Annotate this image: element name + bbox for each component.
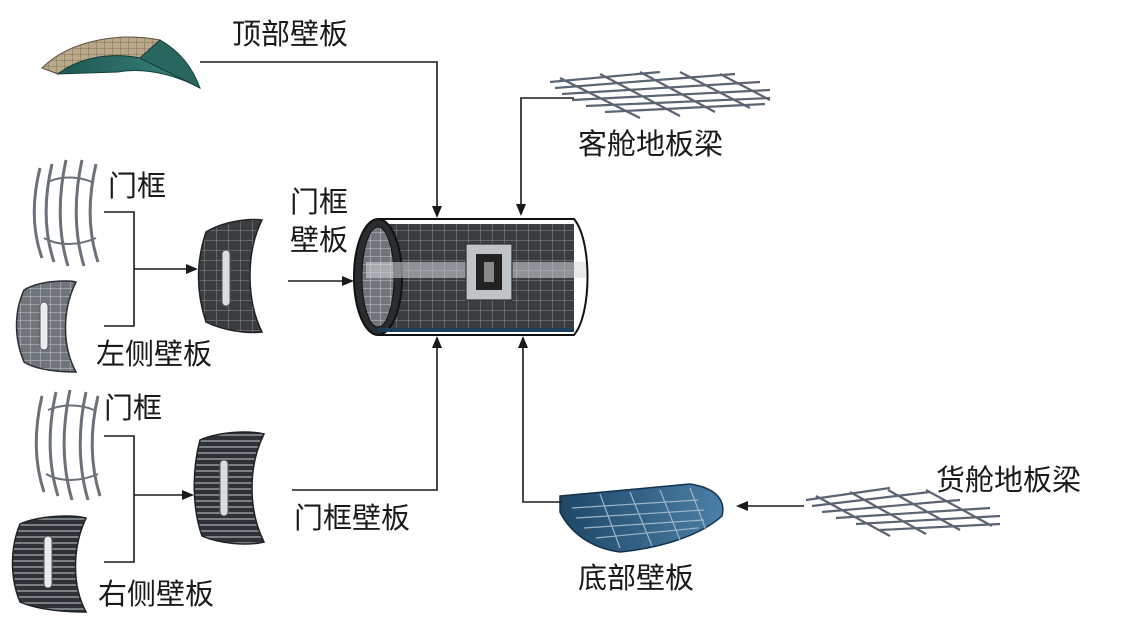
label-right-side-panel: 右侧壁板 (98, 577, 215, 611)
cargo-floor-beam-part (805, 486, 1001, 537)
label-bottom-panel: 底部壁板 (578, 561, 695, 595)
right-door-panel-assembly-part (193, 431, 266, 545)
label-cabin-floor-beam: 客舱地板梁 (578, 127, 724, 161)
cabin-floor-beam-part (549, 70, 771, 119)
door-frame-lower-part (34, 389, 102, 501)
door-frame-upper-part (32, 159, 100, 267)
label-door-frame-upper: 门框 (108, 169, 167, 203)
top-panel-part (41, 36, 201, 90)
fuselage-barrel-part (353, 218, 589, 336)
label-door-frame-lower: 门框 (104, 391, 163, 425)
connector-lines (104, 61, 804, 563)
label-door-frame-panel-upper-line2: 壁板 (290, 223, 349, 257)
label-left-side-panel: 左侧壁板 (96, 337, 213, 371)
bottom-panel-part (559, 483, 724, 553)
right-side-panel-part (11, 515, 88, 613)
label-cargo-floor-beam: 货舱地板梁 (936, 463, 1082, 497)
left-side-panel-part (15, 280, 78, 373)
left-door-panel-assembly-part (197, 218, 264, 334)
label-door-frame-panel-lower: 门框壁板 (294, 501, 411, 535)
label-top-panel: 顶部壁板 (232, 17, 349, 51)
label-door-frame-panel-upper-line1: 门框 (290, 185, 349, 219)
